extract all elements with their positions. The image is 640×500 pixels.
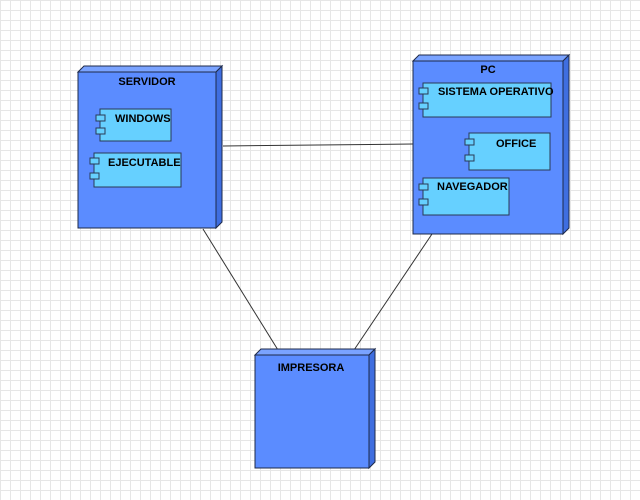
connection-pc-impresora[interactable] xyxy=(353,233,433,351)
node-impresora-label: IMPRESORA xyxy=(278,362,345,374)
component-ejecutable-label: EJECUTABLE xyxy=(108,157,181,169)
node-pc[interactable]: PC SISTEMA OPERATIVO OFFICE NAVEGADO xyxy=(411,53,571,236)
node-impresora[interactable]: IMPRESORA xyxy=(253,347,377,470)
component-tab-icon xyxy=(464,154,475,162)
component-tab-icon xyxy=(418,198,429,206)
component-tab-icon xyxy=(89,172,100,180)
component-tab-icon xyxy=(418,102,429,110)
component-windows-label: WINDOWS xyxy=(115,113,171,125)
node-pc-label: PC xyxy=(480,64,495,76)
component-tab-icon xyxy=(418,183,429,191)
component-windows[interactable]: WINDOWS xyxy=(95,108,172,142)
connection-servidor-impresora[interactable] xyxy=(202,228,279,351)
component-tab-icon xyxy=(89,157,100,165)
component-tab-icon xyxy=(95,127,106,135)
component-tab-icon xyxy=(464,138,475,146)
component-sistema-operativo-label: SISTEMA OPERATIVO xyxy=(438,86,554,98)
component-tab-icon xyxy=(418,87,429,95)
component-tab-icon xyxy=(95,114,106,122)
component-sistema-operativo[interactable]: SISTEMA OPERATIVO xyxy=(418,82,554,118)
component-ejecutable[interactable]: EJECUTABLE xyxy=(89,152,182,188)
component-navegador[interactable]: NAVEGADOR xyxy=(418,177,510,216)
component-office-label: OFFICE xyxy=(496,138,536,150)
node-servidor-label: SERVIDOR xyxy=(118,76,175,88)
component-office[interactable]: OFFICE xyxy=(464,132,551,171)
node-servidor[interactable]: SERVIDOR WINDOWS EJECUTABLE xyxy=(76,64,224,230)
connection-servidor-pc[interactable] xyxy=(222,143,414,147)
component-navegador-label: NAVEGADOR xyxy=(437,181,508,193)
